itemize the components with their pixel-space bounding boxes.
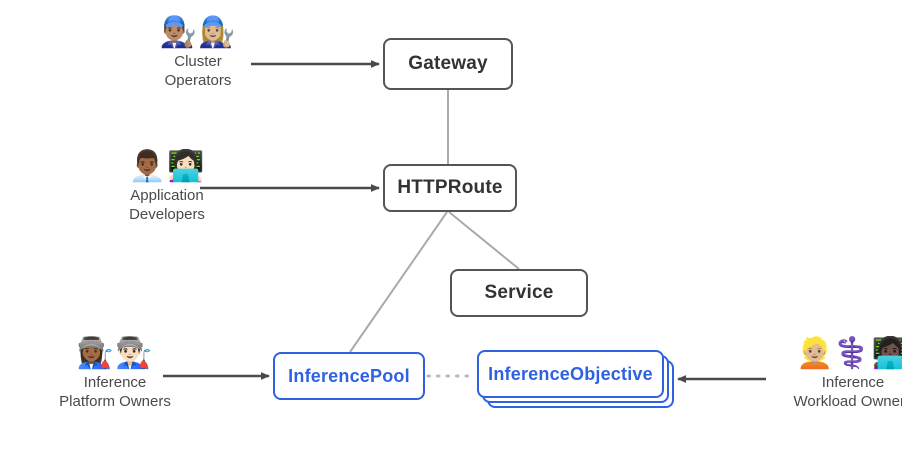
construction-worker-pair-emoji: 👩🏾‍🏭👨🏻‍🏭 (76, 336, 154, 371)
actor-cluster-operators: 👨🏽‍🔧👩🏼‍🔧 Cluster Operators (146, 16, 250, 90)
actor-cluster-operators-label: Cluster Operators (164, 53, 232, 89)
actor-inference-platform-owners-label: Inference Platform Owners (59, 374, 171, 410)
actor-application-developers-label: Application Developers (129, 187, 205, 223)
actor-inference-workload-owners-label: Inference Workload Owners (793, 374, 902, 410)
node-inferencepool[interactable]: InferencePool (273, 352, 425, 400)
health-worker-technologist-pair-emoji: 👱🏼‍⚕️👩🏿‍💻 (795, 336, 902, 371)
node-httproute[interactable]: HTTPRoute (383, 164, 517, 212)
actor-inference-platform-owners: 👩🏾‍🏭👨🏻‍🏭 Inference Platform Owners (33, 337, 197, 411)
edge-httproute-inferencepool (349, 211, 448, 353)
actor-inference-workload-owners: 👱🏼‍⚕️👩🏿‍💻 Inference Workload Owners (768, 337, 902, 411)
node-gateway[interactable]: Gateway (383, 38, 513, 90)
edge-httproute-service (448, 211, 520, 270)
office-worker-pair-emoji: 👨🏾‍💼👩🏻‍💻 (128, 149, 206, 184)
node-inferenceobjective[interactable]: InferenceObjective (477, 350, 664, 398)
node-service[interactable]: Service (450, 269, 588, 317)
node-inferenceobjective-label: InferenceObjective (488, 363, 653, 384)
mechanic-pair-emoji: 👨🏽‍🔧👩🏼‍🔧 (159, 15, 237, 50)
actor-application-developers: 👨🏾‍💼👩🏻‍💻 Application Developers (87, 150, 247, 224)
node-gateway-label: Gateway (408, 53, 488, 74)
node-inferencepool-label: InferencePool (288, 365, 410, 386)
node-httproute-label: HTTPRoute (397, 177, 503, 198)
node-service-label: Service (484, 282, 554, 303)
